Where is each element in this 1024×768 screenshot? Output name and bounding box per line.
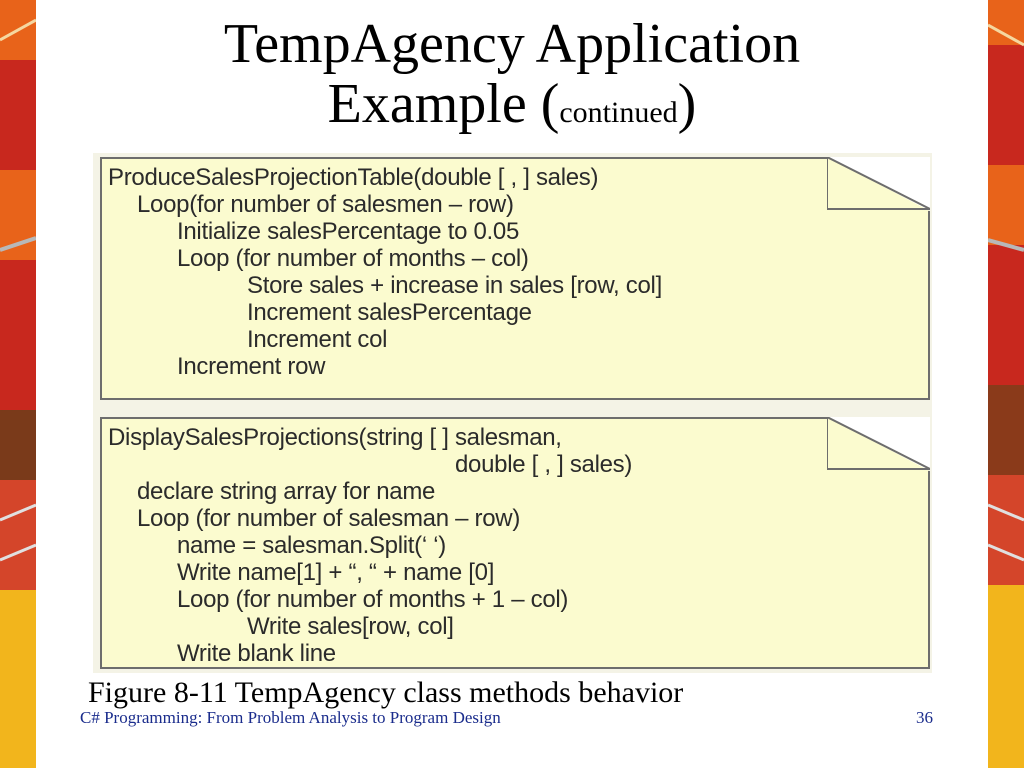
behavior-note-display-projections: DisplaySalesProjections(string [ ] sales… bbox=[100, 417, 930, 669]
code-line: Loop (for number of salesman – row) bbox=[137, 505, 521, 532]
code-line: Loop (for number of months + 1 – col) bbox=[177, 586, 569, 613]
code-line: Write blank line bbox=[177, 640, 336, 667]
code-line: Loop (for number of months – col) bbox=[177, 245, 529, 272]
facade-image-right bbox=[988, 0, 1024, 768]
code-line: Increment salesPercentage bbox=[247, 299, 532, 326]
code-line: ProduceSalesProjectionTable(double [ , ]… bbox=[108, 164, 599, 191]
code-line: Loop(for number of salesmen – row) bbox=[137, 191, 514, 218]
facade-image-left bbox=[0, 0, 36, 768]
code-line: Write name[1] + “, “ + name [0] bbox=[177, 559, 495, 586]
code-line: Increment col bbox=[247, 326, 388, 353]
code-line: Increment row bbox=[177, 353, 326, 380]
code-line: declare string array for name bbox=[137, 478, 436, 505]
code-line: Initialize salesPercentage to 0.05 bbox=[177, 218, 520, 245]
code-line: Write sales[row, col] bbox=[247, 613, 454, 640]
page-number: 36 bbox=[916, 708, 933, 727]
title-prefix: Example ( bbox=[327, 73, 560, 135]
left-facade-decoration bbox=[0, 0, 36, 768]
behavior-note-produce-sales: ProduceSalesProjectionTable(double [ , ]… bbox=[100, 157, 930, 400]
right-facade-decoration bbox=[988, 0, 1024, 768]
figure-caption: Figure 8-11 TempAgency class methods beh… bbox=[88, 676, 684, 709]
slide-title: TempAgency Application Example (continue… bbox=[36, 14, 988, 143]
code-line: name = salesman.Split(‘ ‘) bbox=[177, 532, 446, 559]
code-line: Store sales + increase in sales [row, co… bbox=[247, 272, 662, 299]
code-line: DisplaySalesProjections(string [ ] sales… bbox=[108, 424, 562, 451]
title-line-1: TempAgency Application bbox=[223, 13, 801, 75]
footer-text: C# Programming: From Problem Analysis to… bbox=[80, 708, 501, 727]
code-line: double [ , ] sales) bbox=[455, 451, 633, 478]
note-fold-corner bbox=[827, 417, 930, 471]
title-suffix: ) bbox=[677, 73, 697, 135]
note-fold-corner bbox=[827, 157, 930, 211]
title-line-2: Example (continued) bbox=[36, 74, 988, 143]
title-continued: continued bbox=[559, 96, 678, 129]
